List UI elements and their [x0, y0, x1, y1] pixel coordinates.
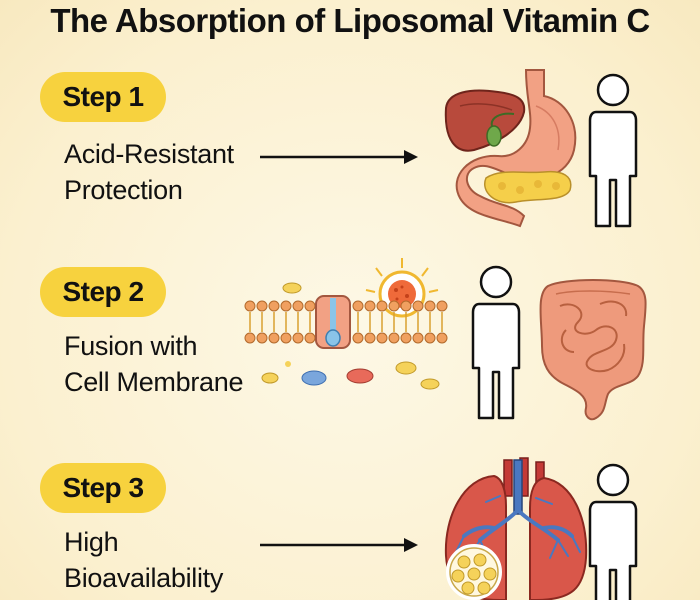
step-2-badge: Step 2 — [40, 267, 166, 317]
human-figure-icon — [588, 463, 638, 600]
step-3-badge: Step 3 — [40, 463, 166, 513]
cell-membrane-icon — [244, 258, 448, 390]
step-2-description: Fusion with Cell Membrane — [64, 328, 243, 400]
stomach-liver-illustration — [444, 69, 577, 228]
step-2-line-1: Fusion with — [64, 331, 198, 361]
blood-cells-icon — [446, 544, 502, 600]
stomach-icon — [455, 69, 577, 228]
step-1-arrow-icon — [260, 150, 418, 164]
step-1-description: Acid-Resistant Protection — [64, 136, 234, 208]
liver-icon — [444, 89, 526, 152]
human-figure-icon — [588, 73, 638, 228]
step-2-line-2: Cell Membrane — [64, 367, 244, 397]
step-1-line-2: Protection — [64, 175, 183, 205]
lungs-icon — [444, 457, 588, 600]
step-1-line-1: Acid-Resistant — [64, 139, 234, 169]
step-3-description: High Bioavailability — [64, 524, 223, 596]
step-3-arrow-icon — [260, 538, 418, 552]
page-title: The Absorption of Liposomal Vitamin C — [50, 2, 650, 39]
step-1-badge: Step 1 — [40, 72, 166, 122]
step-3-line-2: Bioavailability — [64, 563, 224, 593]
human-figure-icon — [471, 265, 521, 420]
intestine-icon — [539, 279, 647, 421]
step-3-line-1: High — [64, 527, 119, 557]
